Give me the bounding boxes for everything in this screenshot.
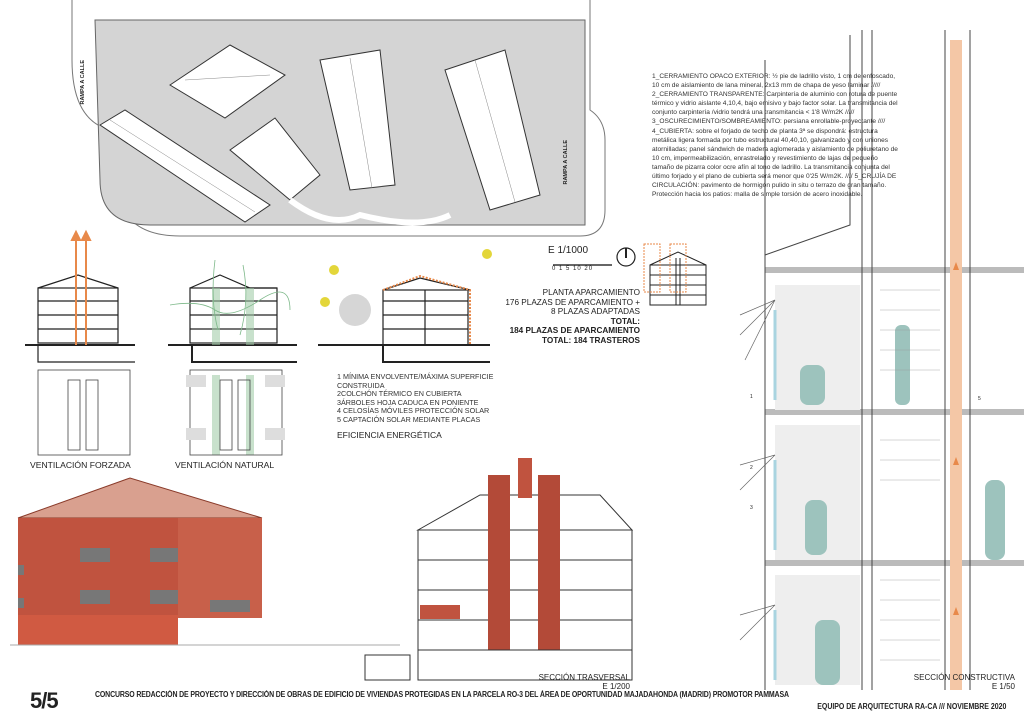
section-title: SECCIÓN TRASVERSAL: [538, 673, 630, 682]
board-title: CONCURSO REDACCIÓN DE PROYECTO Y DIRECCI…: [95, 690, 789, 699]
construction-notes: 1_CERRAMIENTO OPACO EXTERIOR: ½ pie de l…: [652, 73, 898, 199]
summary-line: 8 PLAZAS ADAPTADAS: [550, 307, 640, 317]
energy-item: 5 CAPTACIÓN SOLAR MEDIANTE PLACAS: [337, 414, 481, 424]
forced-ventilation-label: VENTILACIÓN FORZADA: [30, 460, 131, 470]
scale-bar-ticks: 0 1 5 10 20: [552, 266, 594, 272]
energy-title: EFICIENCIA ENERGÉTICA: [337, 430, 442, 440]
tree-icon: [339, 294, 371, 326]
parking-scale: E 1/1000: [548, 245, 589, 256]
callout-2: 2: [750, 465, 753, 471]
energy-item: 1 MÍNIMA ENVOLVENTE/MÁXIMA SUPERFICIE: [337, 372, 494, 381]
parking-summary: PLANTA APARCAMIENTO 176 PLAZAS DE APARCA…: [470, 288, 640, 346]
total-line: TOTAL:: [610, 316, 640, 326]
exhaust-arrows: [70, 229, 92, 345]
board-subtitle: EQUIPO DE ARQUITECTURA RA-CA /// NOVIEMB…: [816, 702, 1006, 711]
section-scale: E 1/200: [602, 682, 630, 691]
section-title: SECCIÓN CONSTRUCTIVA: [913, 673, 1015, 682]
north-arrow-icon: [616, 247, 636, 267]
page-number: 5/5: [30, 688, 59, 713]
energy-list: 1 MÍNIMA ENVOLVENTE/MÁXIMA SUPERFICIE CO…: [337, 372, 494, 424]
callout-3: 3: [750, 505, 753, 511]
energy-item: CONSTRUIDA: [337, 380, 385, 390]
section-scale: E 1/50: [991, 682, 1015, 691]
sun-icon: [320, 249, 492, 307]
callout-1: 1: [750, 394, 753, 400]
summary-line: 176 PLAZAS DE APARCAMIENTO +: [505, 297, 640, 307]
energy-item: 2COLCHÓN TÉRMICO EN CUBIERTA: [337, 389, 462, 398]
human-figures: [800, 325, 1005, 685]
natural-ventilation-label: VENTILACIÓN NATURAL: [175, 460, 275, 470]
ventilation-duct: [950, 40, 962, 690]
constructive-section-label: SECCIÓN CONSTRUCTIVA E 1/50: [914, 673, 1015, 691]
energy-item: 3ÁRBOLES HOJA CADUCA EN PONIENTE: [337, 397, 479, 407]
summary-line: PLANTA APARCAMIENTO: [542, 288, 640, 297]
total-line: TOTAL: 184 TRASTEROS: [542, 335, 640, 345]
energy-item: 4 CELOSÍAS MÓVILES PROTECCIÓN SOLAR: [337, 406, 490, 415]
total-line: 184 PLAZAS DE APARCAMIENTO: [509, 326, 640, 336]
transversal-section-label: SECCIÓN TRASVERSAL E 1/200: [539, 673, 630, 691]
callout-5: 5: [978, 396, 981, 402]
key-section-icon: [643, 243, 707, 306]
